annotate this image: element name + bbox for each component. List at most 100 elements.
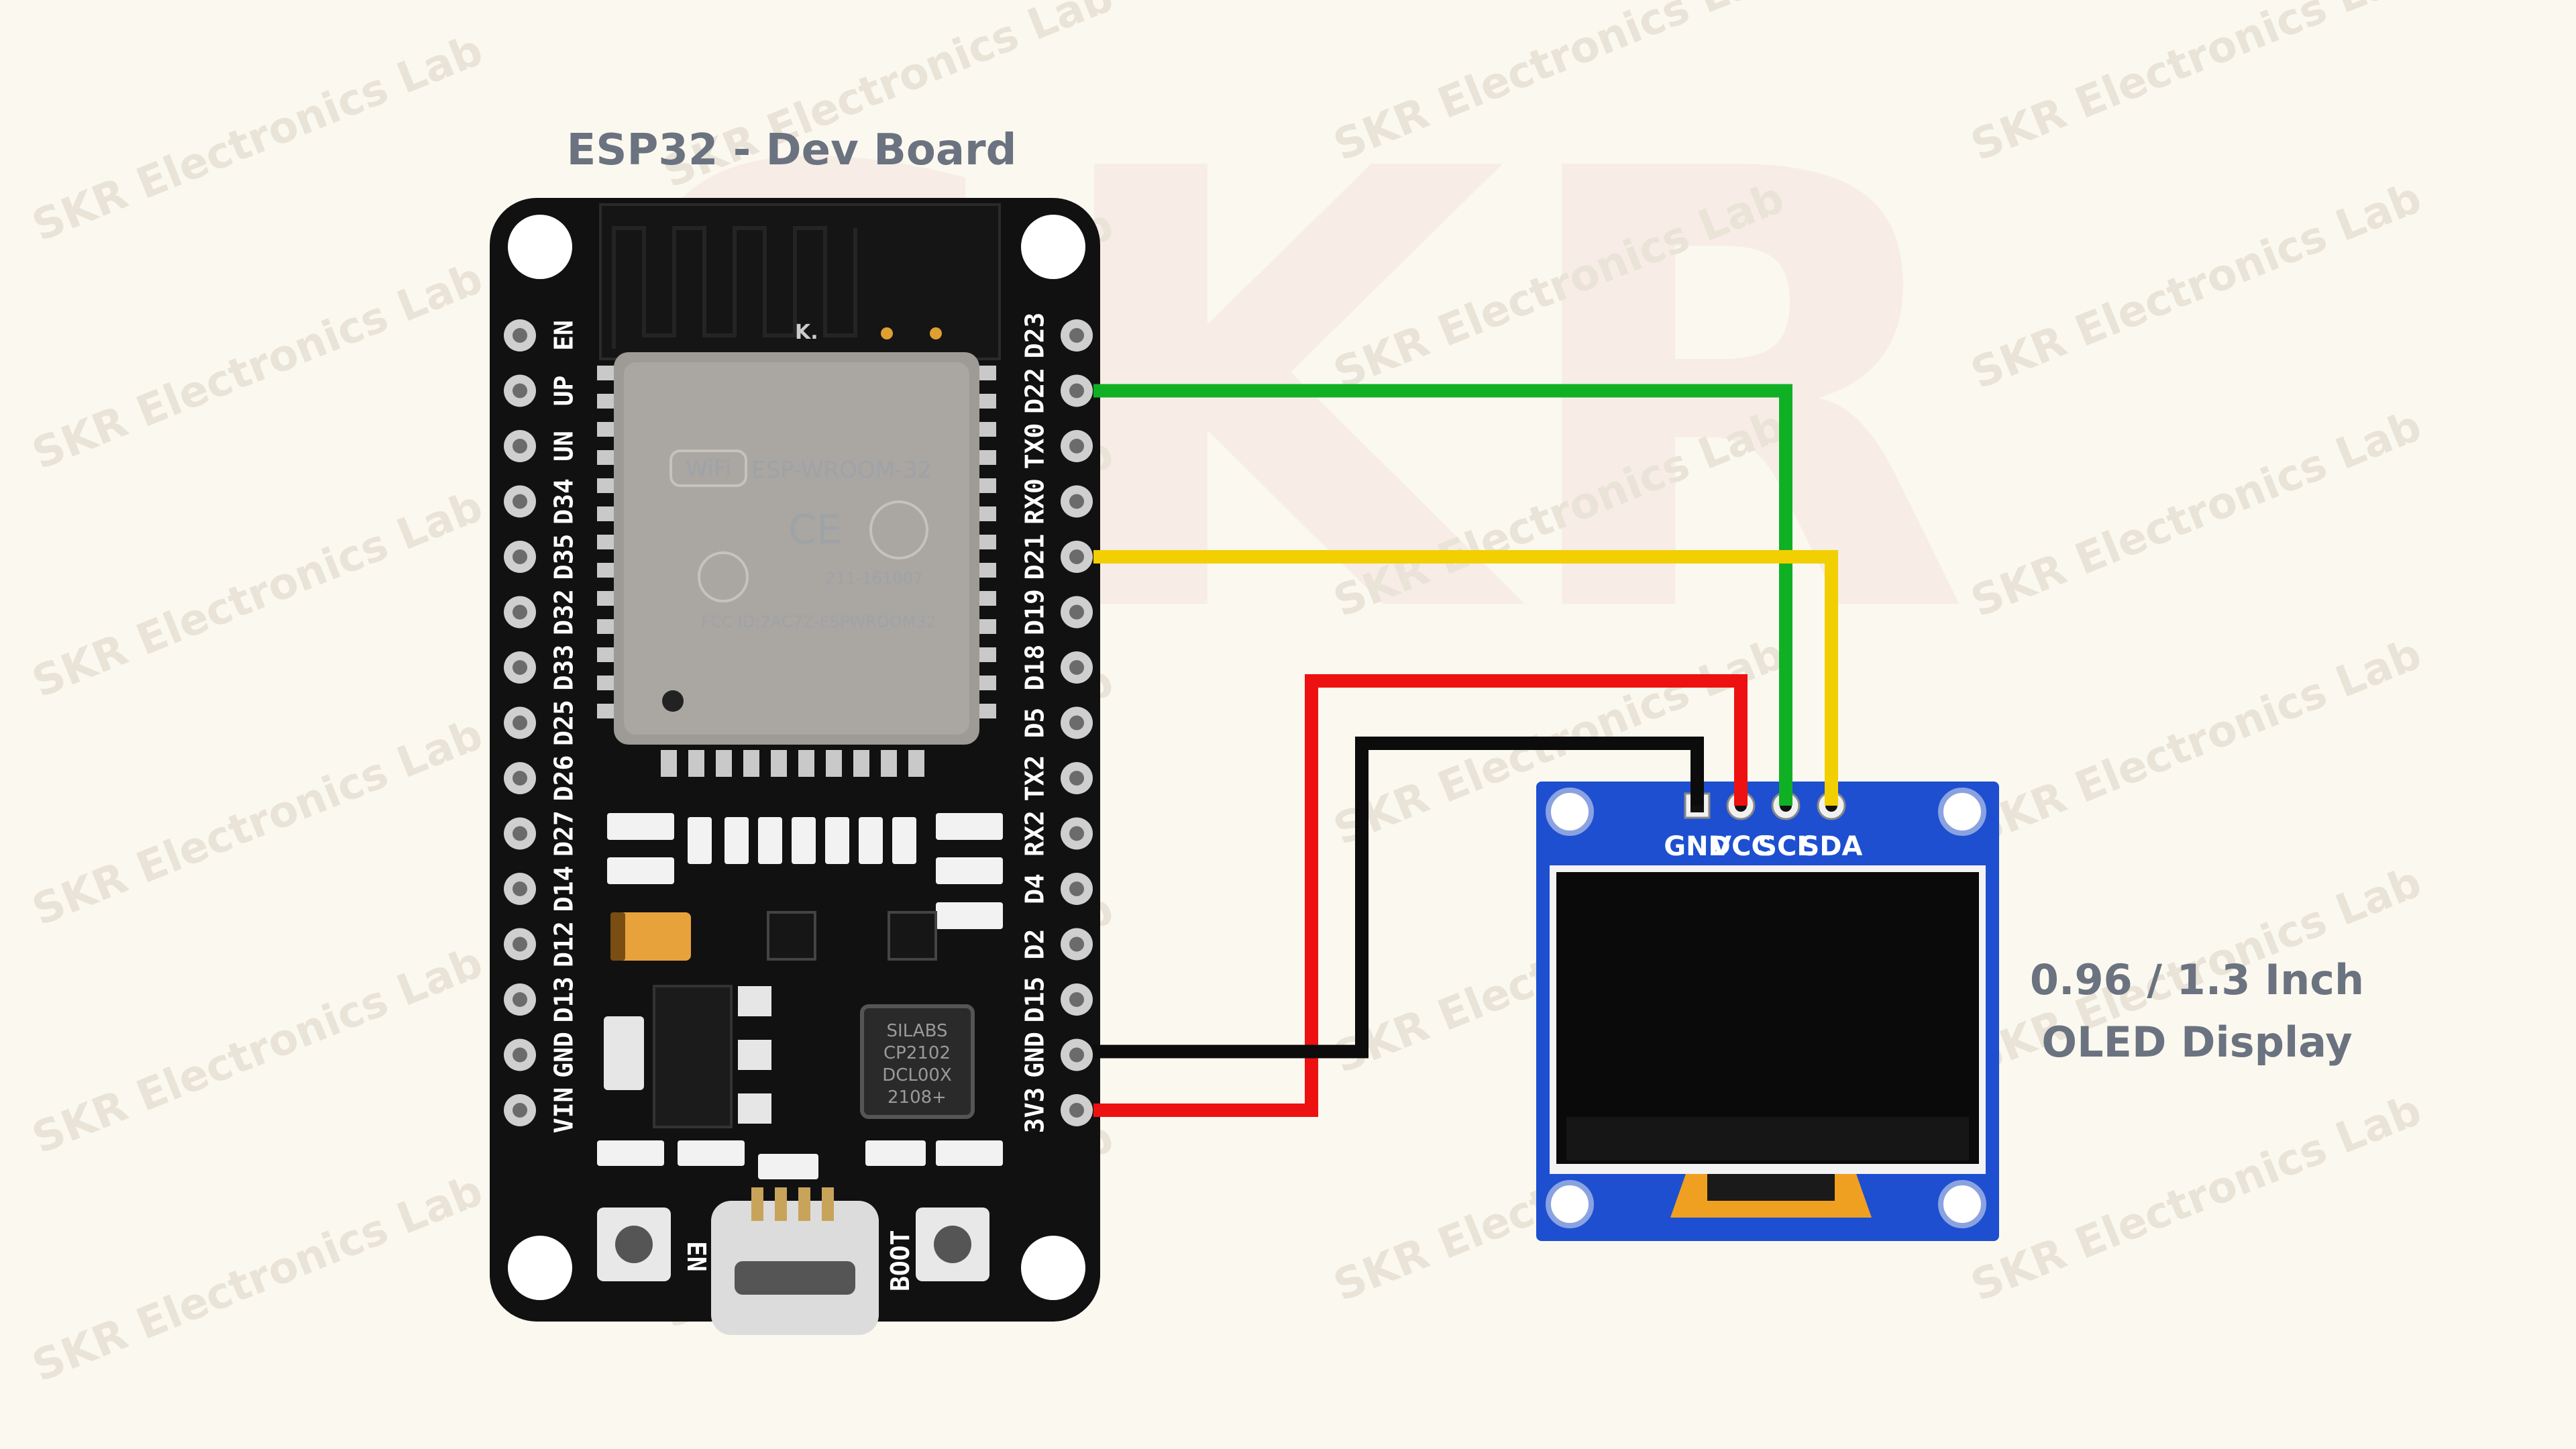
right-header-pin-hole bbox=[1069, 328, 1084, 343]
right-pin-label: GND bbox=[1020, 1032, 1050, 1078]
oled-hole-tl bbox=[1546, 788, 1594, 836]
right-header-pin-hole bbox=[1069, 383, 1084, 398]
watermark-text: SKR Electronics Lab bbox=[25, 710, 490, 936]
left-header-pin-hole bbox=[513, 826, 527, 841]
usb-chip-line: 2108+ bbox=[888, 1087, 947, 1108]
voltage-regulator bbox=[653, 985, 733, 1128]
right-pin-label: D4 bbox=[1020, 873, 1050, 904]
oled-screen bbox=[1556, 872, 1979, 1164]
module-pad bbox=[975, 704, 996, 718]
right-pin-label: D18 bbox=[1020, 645, 1050, 691]
module-pad bbox=[597, 563, 619, 578]
led-2 bbox=[892, 817, 916, 864]
left-header-pin-hole bbox=[513, 992, 527, 1007]
mount-hole-tr bbox=[1021, 215, 1085, 279]
en-button[interactable] bbox=[615, 1226, 653, 1263]
usb-pads bbox=[751, 1187, 834, 1221]
mount-hole-bl bbox=[508, 1236, 572, 1300]
module-pad bbox=[975, 450, 996, 465]
right-pin-label: TX0 bbox=[1020, 423, 1050, 470]
resistor-2 bbox=[607, 857, 674, 884]
module-pad bbox=[975, 676, 996, 690]
watermark-text: SKR Electronics Lab bbox=[1964, 629, 2428, 855]
module-pad bbox=[597, 366, 619, 380]
oled-hole-br bbox=[1938, 1180, 1986, 1228]
left-pin-label: D27 bbox=[549, 810, 579, 857]
module-pad bbox=[975, 535, 996, 549]
resistor-5 bbox=[936, 902, 1003, 929]
module-bottom-pads bbox=[661, 750, 924, 777]
right-header-pin-hole bbox=[1069, 936, 1084, 952]
module-pad bbox=[826, 750, 842, 777]
wire-3v3-to-vcc bbox=[1093, 674, 1748, 1117]
left-header-pins bbox=[504, 319, 536, 1126]
left-header-pin-hole bbox=[513, 494, 527, 509]
module-pad bbox=[597, 647, 619, 662]
right-header-pin-hole bbox=[1069, 715, 1084, 731]
left-pin-label: UN bbox=[549, 431, 579, 462]
right-pin-label: D2 bbox=[1020, 929, 1050, 960]
esp32-board: K. WiFi ESP-WROOM-32 CE 211-161007 FCC I… bbox=[490, 198, 1100, 1335]
cap-2 bbox=[758, 817, 782, 864]
resistor-8 bbox=[936, 1140, 1003, 1166]
module-pad bbox=[771, 750, 787, 777]
resistor-1 bbox=[607, 813, 674, 840]
module-pad bbox=[688, 750, 704, 777]
right-pin-label: D15 bbox=[1020, 977, 1050, 1023]
oled-pin-label: GND bbox=[1664, 831, 1731, 862]
watermark-text: SKR Electronics Lab bbox=[25, 254, 490, 480]
right-header-pin-hole bbox=[1069, 439, 1084, 453]
micro-usb-opening bbox=[735, 1261, 855, 1295]
module-pad bbox=[597, 450, 619, 465]
wifi-logo bbox=[669, 449, 747, 487]
right-header-pin-hole bbox=[1069, 1047, 1084, 1063]
watermark-text: SKR Electronics Lab bbox=[25, 938, 490, 1164]
left-pin-label: D33 bbox=[549, 645, 579, 691]
espressif-logo bbox=[869, 500, 928, 559]
left-header-pin-hole bbox=[513, 604, 527, 620]
usb-chip-line: SILABS bbox=[887, 1021, 948, 1041]
module-pad bbox=[597, 394, 619, 409]
wire-d21-to-sda bbox=[1093, 550, 1838, 806]
regulator-pin-3 bbox=[738, 1093, 771, 1124]
module-pad bbox=[975, 366, 996, 380]
oled-pin-label: VCC bbox=[1711, 831, 1771, 862]
smd-dot-1 bbox=[881, 327, 893, 339]
antenna-trace bbox=[612, 226, 857, 349]
module-pad bbox=[853, 750, 869, 777]
wire-d22-to-scl bbox=[1093, 384, 1792, 806]
resistor-6 bbox=[758, 1154, 818, 1179]
left-pin-labels: ENUPUND34D35D32D33D25D26D27D14D12D13GNDV… bbox=[549, 320, 579, 1133]
right-pin-label: TX2 bbox=[1020, 755, 1050, 802]
right-header-pin-hole bbox=[1069, 826, 1084, 841]
mount-hole-tl bbox=[508, 215, 572, 279]
left-pin-label: D12 bbox=[549, 921, 579, 967]
module-pad bbox=[975, 647, 996, 662]
right-header-pin-hole bbox=[1069, 1103, 1084, 1118]
usb-chip-line: CP2102 bbox=[883, 1043, 951, 1063]
module-pad bbox=[597, 535, 619, 549]
oled-pin-label: SDA bbox=[1801, 831, 1863, 862]
right-pin-label: D5 bbox=[1020, 708, 1050, 739]
resistor-10 bbox=[678, 1140, 745, 1166]
module-pad bbox=[597, 422, 619, 437]
left-pin-label: UP bbox=[549, 376, 579, 407]
module-pad bbox=[597, 676, 619, 690]
regulator-tab bbox=[604, 1016, 644, 1090]
left-pin-label: GND bbox=[549, 1032, 579, 1078]
module-pad bbox=[881, 750, 897, 777]
oled-hole-bl bbox=[1546, 1180, 1594, 1228]
left-header-pin-hole bbox=[513, 1103, 527, 1118]
cert-logo bbox=[698, 551, 749, 602]
watermark-text: SKR Electronics Lab bbox=[1964, 0, 2428, 171]
module-pad bbox=[597, 591, 619, 606]
led-1 bbox=[688, 817, 712, 864]
boot-button[interactable] bbox=[934, 1226, 971, 1263]
module-pad bbox=[597, 704, 619, 718]
left-header-pin-hole bbox=[513, 771, 527, 786]
regulator-pin-1 bbox=[738, 986, 771, 1016]
module-pad bbox=[975, 591, 996, 606]
left-pin-label: D14 bbox=[549, 866, 579, 912]
